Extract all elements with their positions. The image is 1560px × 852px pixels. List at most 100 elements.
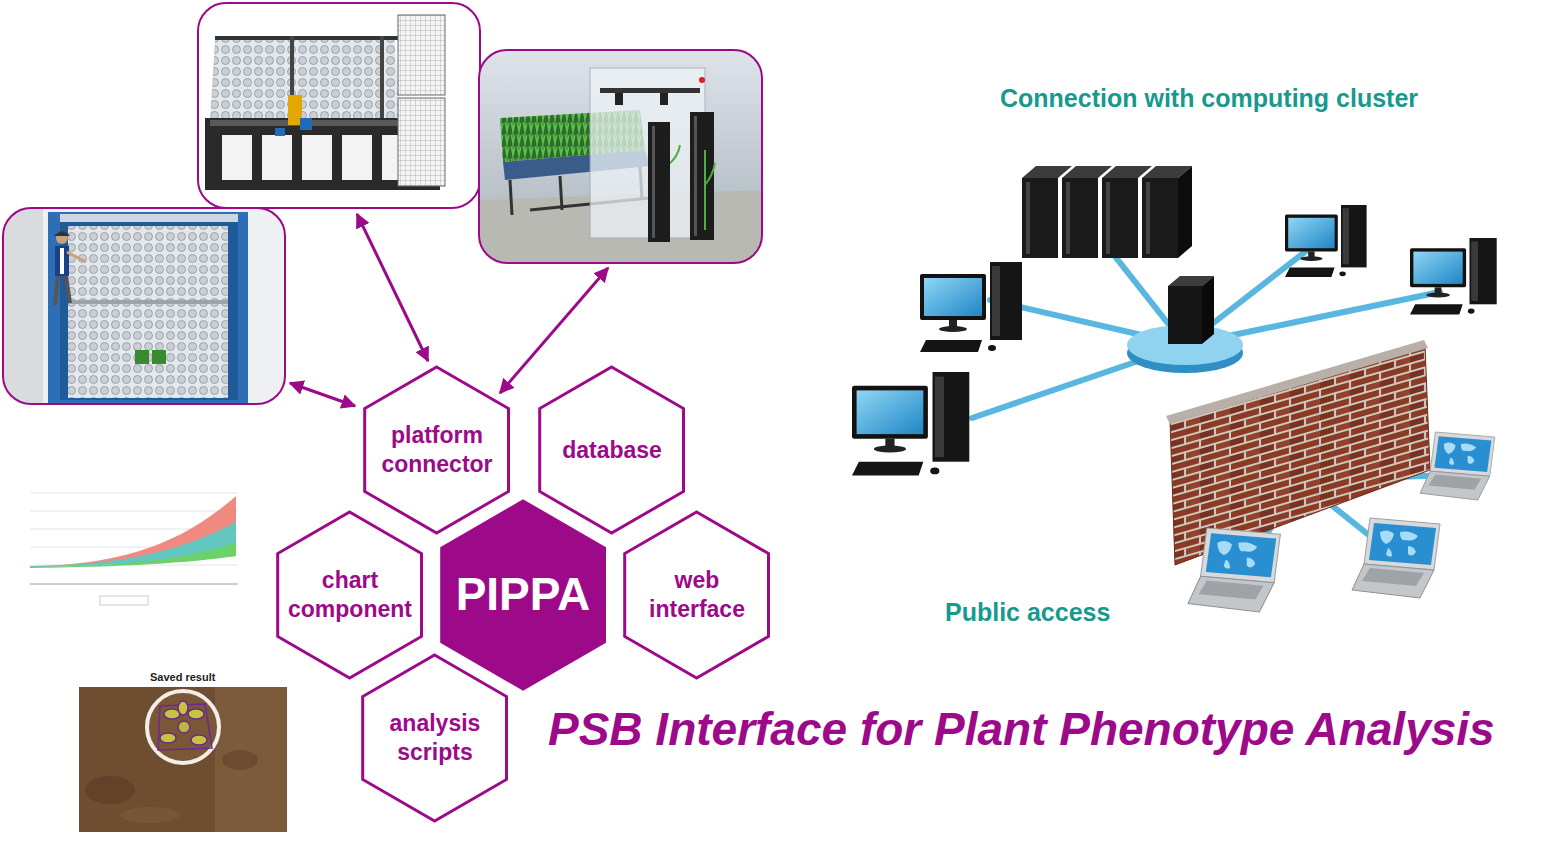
network-hub xyxy=(1168,286,1202,344)
diagram-title: PSB Interface for Plant Phenotype Analys… xyxy=(548,700,1508,759)
hexagon-outline xyxy=(278,512,422,678)
conveyor-platform-illustration xyxy=(275,128,285,136)
server-rack xyxy=(1066,182,1070,254)
hexagon-outline xyxy=(442,501,605,689)
plant-image-thumbnail xyxy=(215,687,287,832)
phenotyping-platform-illustration xyxy=(3,208,43,404)
greenhouse-platform-illustration xyxy=(705,150,715,230)
platform-link-arrow xyxy=(357,214,428,361)
section-heading: Connection with computing cluster xyxy=(1000,84,1418,113)
phenotyping-platform-illustration xyxy=(3,208,285,404)
diagram-title: PSB Interface for Plant Phenotype Analys… xyxy=(548,700,1508,759)
section-heading: Connection with computing cluster xyxy=(1000,84,1418,113)
phenotyping-platform-illustration xyxy=(67,252,86,262)
desktop-computer xyxy=(852,372,969,476)
conveyor-platform-illustration xyxy=(198,3,480,208)
phenotyping-platform-illustration xyxy=(68,300,228,304)
conveyor-platform-illustration xyxy=(198,3,480,208)
greenhouse-platform-illustration xyxy=(699,77,705,83)
phenotyping-platform-illustration xyxy=(68,226,228,398)
phenotyping-platform-illustration xyxy=(48,212,248,404)
greenhouse-platform-illustration xyxy=(648,122,670,242)
platform-link-arrow xyxy=(290,383,355,406)
conveyor-platform-illustration xyxy=(262,135,292,180)
hub-title: PIPPA xyxy=(448,566,598,624)
server-rack xyxy=(1142,178,1178,258)
hexagon-outline xyxy=(361,653,508,823)
hexagon-outline xyxy=(623,510,770,680)
phenotyping-platform-illustration xyxy=(55,246,69,276)
greenhouse-platform-illustration xyxy=(600,88,700,93)
plant-image-thumbnail xyxy=(160,733,176,743)
image-caption: Saved result xyxy=(150,671,215,683)
plant-image-thumbnail xyxy=(178,701,188,715)
section-heading: Public access xyxy=(945,598,1110,627)
laptop-computer xyxy=(1188,432,1495,612)
server-rack xyxy=(1178,166,1192,258)
conveyor-platform-illustration xyxy=(380,36,384,120)
growth-chart-thumbnail xyxy=(100,596,148,605)
platform-link-arrow xyxy=(500,268,608,393)
laptop-computer xyxy=(1420,432,1495,500)
central-hexagon: PIPPA xyxy=(440,499,606,691)
server-rack xyxy=(1022,166,1192,258)
conveyor-platform-illustration xyxy=(222,135,252,180)
phenotyping-platform-illustration xyxy=(60,248,64,274)
greenhouse-platform-illustration xyxy=(615,93,623,105)
server-rack xyxy=(1062,178,1098,258)
server-rack xyxy=(1022,178,1058,258)
greenhouse-platform-illustration xyxy=(652,126,655,238)
greenhouse-platform-illustration xyxy=(479,50,762,263)
conveyor-platform-illustration xyxy=(302,135,332,180)
conveyor-platform-illustration xyxy=(288,95,302,125)
module-label: analysis scripts xyxy=(369,709,501,767)
conveyor-platform-illustration xyxy=(300,118,312,130)
plant-image-thumbnail xyxy=(191,735,207,745)
phenotyping-platform-illustration xyxy=(54,232,70,237)
desktop-computer xyxy=(1410,238,1497,315)
hexagon-outline xyxy=(625,512,769,678)
module-label: web interface xyxy=(631,566,763,624)
hexagon-outline xyxy=(276,510,423,680)
greenhouse-platform-illustration xyxy=(694,116,697,236)
image-caption: Saved result xyxy=(150,671,215,683)
plant-image-thumbnail xyxy=(120,807,180,823)
module-hexagon: platform connector xyxy=(363,365,510,535)
hexagon-outline xyxy=(540,367,684,533)
server-rack xyxy=(1106,182,1110,254)
server-rack xyxy=(1146,182,1150,254)
plant-image-thumbnail xyxy=(147,691,219,763)
conveyor-platform-illustration xyxy=(205,15,445,190)
laptop-computer xyxy=(1352,518,1440,598)
growth-chart-thumbnail xyxy=(30,542,236,568)
module-hexagon: analysis scripts xyxy=(361,653,508,823)
network-illustration xyxy=(852,166,1497,612)
growth-chart-thumbnail xyxy=(30,522,236,567)
hexagon-outline xyxy=(363,365,510,535)
plant-image-thumbnail xyxy=(178,721,190,733)
conveyor-platform-illustration xyxy=(398,15,445,95)
module-label: platform connector xyxy=(371,421,503,479)
growth-chart-thumbnail xyxy=(30,584,238,585)
phenotyping-platform-illustration xyxy=(3,208,285,404)
plant-image-thumbnail xyxy=(79,687,287,832)
conveyor-platform-illustration xyxy=(215,36,400,40)
phenotyping-platform-illustration xyxy=(152,350,166,364)
desktop-computer xyxy=(1285,205,1367,277)
plant-image-thumbnail xyxy=(85,776,135,804)
greenhouse-platform-illustration xyxy=(479,50,762,263)
phenotyping-platform-illustration xyxy=(55,276,70,305)
module-hexagon: web interface xyxy=(623,510,770,680)
greenhouse-platform-illustration xyxy=(479,50,762,263)
laptop-computer xyxy=(1188,528,1280,612)
network-hub xyxy=(1127,276,1243,373)
module-label: chart component xyxy=(284,566,416,624)
plant-image-thumbnail xyxy=(222,750,258,770)
greenhouse-platform-illustration xyxy=(590,68,705,238)
phenotyping-platform-illustration xyxy=(60,214,238,222)
hexagon-outline xyxy=(363,655,507,821)
section-heading: Public access xyxy=(945,598,1110,627)
module-hexagon: database xyxy=(538,365,685,535)
